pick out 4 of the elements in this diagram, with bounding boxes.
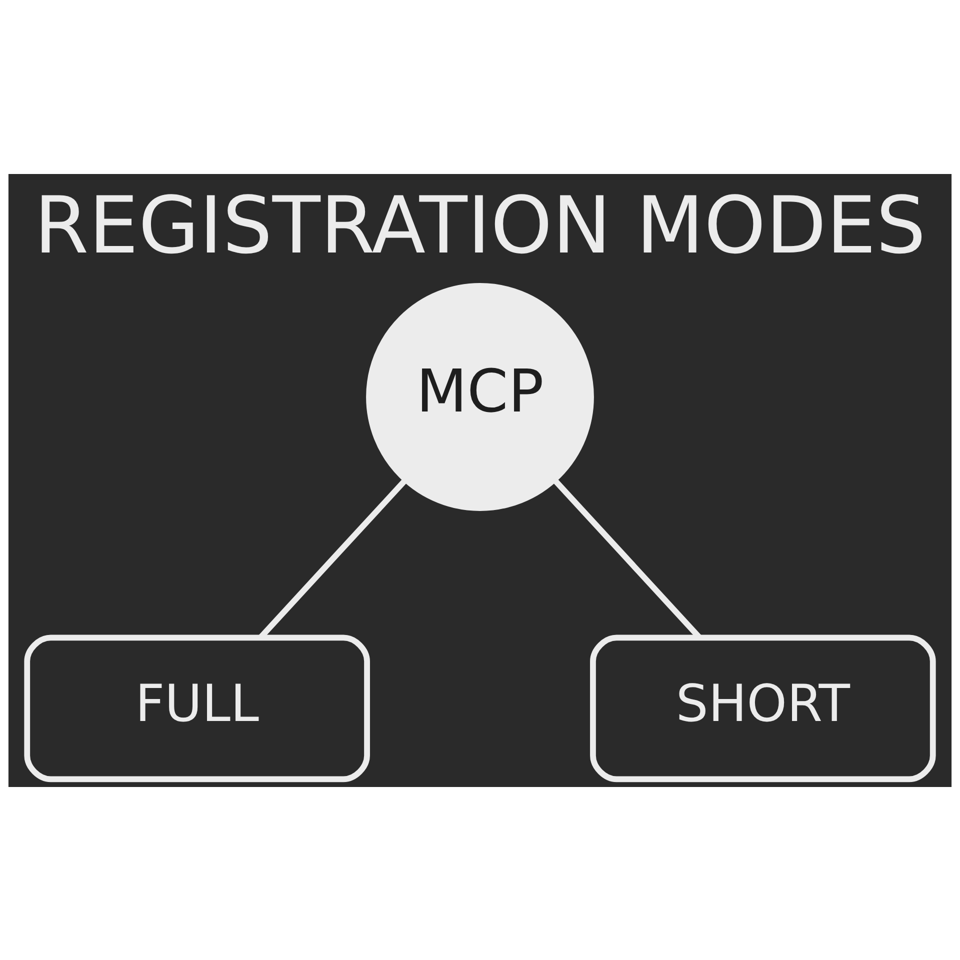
node-box: SHORT xyxy=(590,634,936,782)
diagram-title: REGISTRATION MODES xyxy=(34,179,926,272)
node-box: FULL xyxy=(24,634,370,782)
node-circle: MCP xyxy=(366,282,594,510)
